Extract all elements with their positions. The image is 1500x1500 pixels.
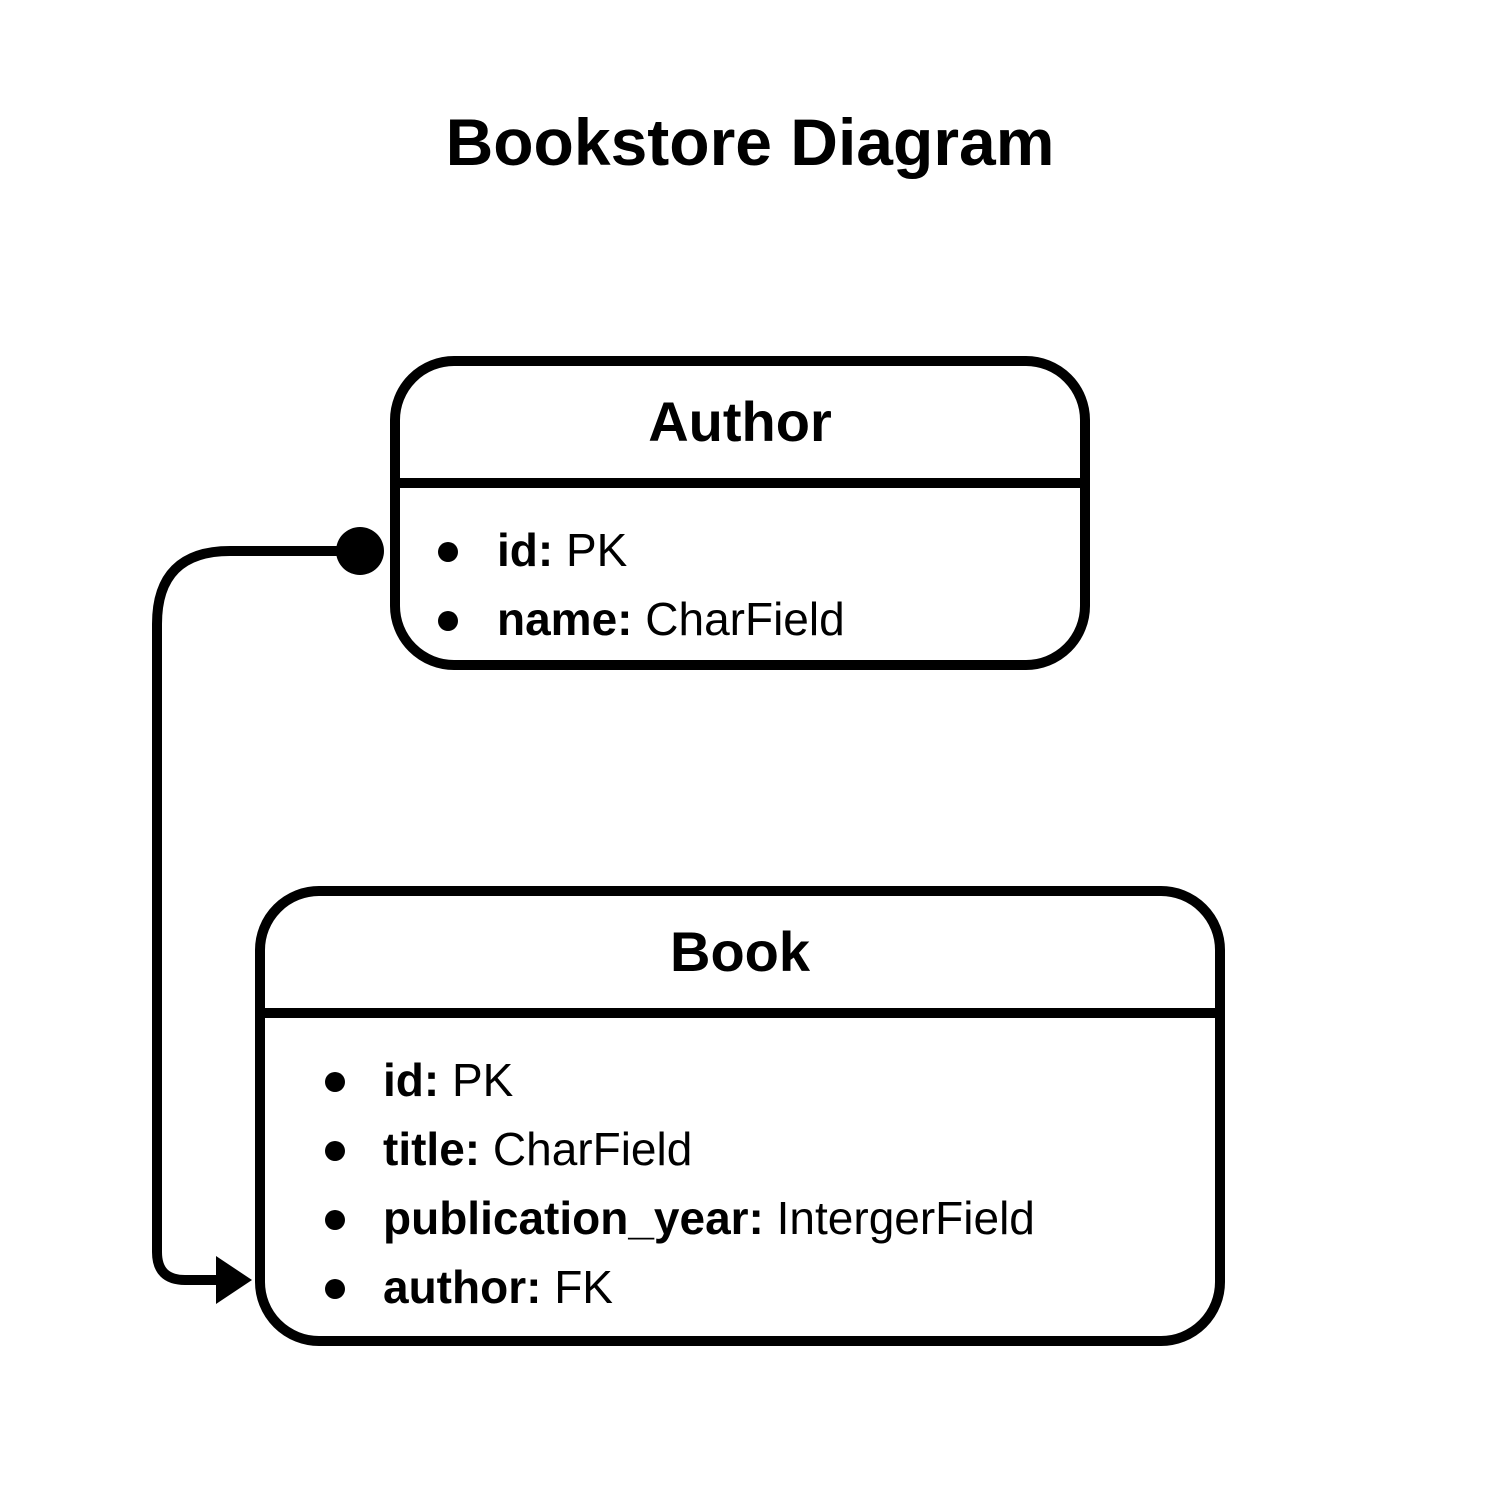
field-item: publication_year: IntergerField	[265, 1184, 1215, 1253]
field-item: id: PK	[265, 1046, 1215, 1115]
field-list: id: PK name: CharField	[400, 516, 1080, 654]
bullet-icon	[325, 1072, 345, 1092]
entity-author[interactable]: Author id: PK name: CharField	[390, 356, 1090, 670]
entity-book[interactable]: Book id: PK title: CharField publication…	[255, 886, 1225, 1346]
relationship-start-dot	[336, 527, 384, 575]
field-name: title:	[383, 1123, 493, 1175]
field-item: name: CharField	[400, 585, 1080, 654]
field-type: IntergerField	[776, 1192, 1035, 1244]
relationship-arrowhead	[216, 1256, 252, 1304]
field-type: CharField	[492, 1123, 693, 1175]
field-type: FK	[554, 1261, 613, 1313]
field-list: id: PK title: CharField publication_year…	[265, 1046, 1215, 1322]
field-item: title: CharField	[265, 1115, 1215, 1184]
diagram-title: Bookstore Diagram	[445, 105, 1055, 179]
relationship-line	[152, 546, 358, 1285]
field-item: id: PK	[400, 516, 1080, 585]
field-type: PK	[565, 524, 628, 576]
bullet-icon	[438, 611, 458, 631]
field-type: PK	[451, 1054, 514, 1106]
field-name: publication_year:	[383, 1192, 777, 1244]
field-name: id:	[497, 524, 566, 576]
bullet-icon	[325, 1210, 345, 1230]
field-name: id:	[383, 1054, 452, 1106]
field-name: author:	[383, 1261, 555, 1313]
field-name: name:	[497, 593, 646, 645]
entity-header: Author	[400, 366, 1080, 488]
bullet-icon	[325, 1279, 345, 1299]
field-item: author: FK	[265, 1253, 1215, 1322]
bullet-icon	[325, 1141, 345, 1161]
bullet-icon	[438, 542, 458, 562]
entity-header: Book	[265, 896, 1215, 1018]
field-type: CharField	[645, 593, 845, 645]
